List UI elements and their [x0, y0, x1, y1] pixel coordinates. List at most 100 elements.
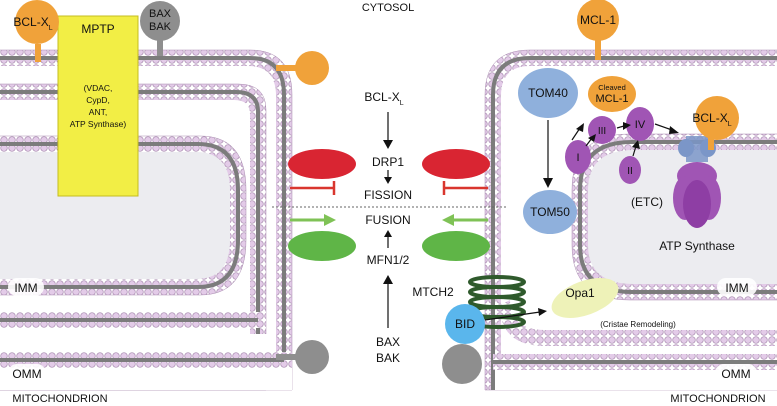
imm-label-right: IMM	[725, 281, 748, 295]
fusion-promote-right-head	[442, 214, 454, 226]
cleaved-mcl1-protein	[588, 76, 636, 112]
omm-label-box-left	[8, 364, 46, 382]
arrowhead-iii-to-iv	[623, 122, 631, 130]
omm-label-right: OMM	[721, 367, 750, 381]
right-lower-space	[495, 370, 777, 390]
omm-label-left: OMM	[12, 367, 41, 381]
bclxl-left-protein	[15, 0, 59, 44]
mfn-right	[422, 231, 490, 261]
bax-center-label: BAX	[376, 335, 400, 349]
bclxl-right-protein	[695, 96, 739, 140]
bclxl-center-left-protein	[295, 51, 329, 85]
left-bottom-matrix	[0, 328, 250, 334]
bclxl-center-label: BCL-XL	[364, 90, 403, 107]
left-imm-core	[0, 90, 260, 390]
baxbak-center-left-anchor	[276, 354, 298, 360]
right-mitochondrion: IMM OMM MCL-1 TOM40 TOM50 Cleaved MCL-1 …	[412, 0, 777, 391]
arrowhead-i-to-iii	[588, 134, 596, 142]
left-lower-space	[0, 334, 276, 352]
bclxl-center-left-anchor	[276, 65, 298, 71]
bak-left-label: BAK	[149, 21, 172, 33]
drp1-left	[288, 149, 356, 179]
baxbak-left-protein	[140, 1, 180, 41]
complex-i	[565, 140, 591, 174]
mptp-component-2: CypD,	[86, 95, 110, 105]
complex-iv-label: IV	[635, 119, 646, 131]
mitochondrion-label-left: MITOCHONDRION	[12, 393, 107, 405]
baxbak-right-protein	[442, 344, 482, 384]
mfn-label: MFN1/2	[367, 253, 410, 267]
complex-iii-label: III	[598, 126, 606, 137]
omm-label-box-right	[715, 364, 757, 382]
arrow-iv-to-atp	[654, 123, 673, 131]
bid-label: BID	[455, 317, 475, 331]
complex-i-label: I	[576, 152, 579, 164]
mptp-complex	[57, 15, 139, 197]
left-crista-core	[0, 142, 240, 289]
right-inner-membrane	[500, 300, 777, 346]
mcl1-anchor	[595, 40, 601, 60]
bclxl-left-anchor	[35, 44, 41, 62]
tom40-label: TOM40	[528, 86, 568, 100]
arrowhead-ii-to-iv	[632, 140, 640, 149]
bclxl-to-drp1-arrowhead	[383, 140, 393, 149]
baxbak-center-left-protein	[295, 340, 329, 374]
imm-label-box-left	[8, 278, 44, 296]
tom40-protein	[518, 68, 578, 118]
mcl1-protein	[577, 0, 619, 41]
opa1-label: Opa1	[565, 286, 595, 300]
mptp-component-1: (VDAC,	[84, 83, 113, 93]
left-mitochondrion: IMM OMM MPTP (VDAC, CypD, ANT, ATP Synth…	[0, 0, 356, 391]
cristae-remodeling-label: (Cristae Remodeling)	[600, 320, 676, 329]
bid-to-opa1-arrow	[484, 311, 541, 321]
complex-iv	[626, 107, 654, 141]
tom40-to-tom50-arrowhead	[543, 178, 553, 188]
etc-label: (ETC)	[631, 195, 663, 209]
mitochondrion-label-right: MITOCHONDRION	[670, 393, 765, 405]
bid-to-opa1-arrowhead	[538, 308, 547, 316]
left-omm-core	[0, 56, 286, 390]
mptp-component-4: ATP Synthase)	[70, 119, 127, 129]
complex-ii-label: II	[627, 166, 633, 177]
baxbak-left-anchor	[157, 38, 163, 56]
fusion-promote-left-head	[324, 214, 336, 226]
bid-protein	[445, 304, 485, 344]
imm-label-left: IMM	[14, 281, 37, 295]
mtch2-label: MTCH2	[412, 285, 454, 299]
bclxl-right-anchor	[708, 138, 714, 150]
mcl1-label: MCL-1	[580, 13, 616, 27]
tom50-protein	[523, 190, 577, 234]
mptp-label: MPTP	[81, 22, 114, 36]
drp1-right	[422, 149, 490, 179]
drp1-to-fission-arrowhead	[384, 177, 392, 184]
bclxl-left-label: BCL-XL	[13, 15, 52, 32]
opa1-protein	[551, 278, 619, 318]
bax-left-label: BAX	[149, 8, 172, 20]
mptp-component-3: ANT,	[89, 107, 107, 117]
atp-synthase-label: ATP Synthase	[659, 239, 735, 253]
bak-center-label: BAK	[376, 351, 400, 365]
arrowhead-i-up	[576, 123, 584, 132]
tom50-label: TOM50	[530, 205, 570, 219]
drp1-label: DRP1	[372, 155, 404, 169]
fusion-label: FUSION	[365, 213, 410, 227]
cleaved-label-bottom: MCL-1	[595, 93, 628, 105]
bclxl-right-label: BCL-XL	[692, 111, 731, 128]
center-pathway: CYTOSOL BCL-XL DRP1 FISSION FUSION MFN1/…	[12, 2, 765, 405]
left-lower-matrix	[0, 368, 292, 390]
mfn-to-fusion-arrowhead	[384, 230, 392, 237]
cytosol-label: CYTOSOL	[362, 2, 414, 14]
arrow-iii-to-iv	[616, 125, 625, 129]
fission-label: FISSION	[364, 188, 412, 202]
mfn-left	[288, 231, 356, 261]
cleaved-label-top: Cleaved	[598, 83, 626, 92]
atp-synthase-head-center	[683, 180, 711, 228]
arrowhead-iv-to-atp	[669, 126, 679, 134]
right-omm-core	[491, 56, 777, 390]
imm-label-box-right	[717, 278, 757, 296]
complex-ii	[619, 156, 641, 184]
baxbak-to-mfn-arrowhead	[383, 275, 393, 284]
atp-synthase-fo-left	[678, 139, 694, 157]
